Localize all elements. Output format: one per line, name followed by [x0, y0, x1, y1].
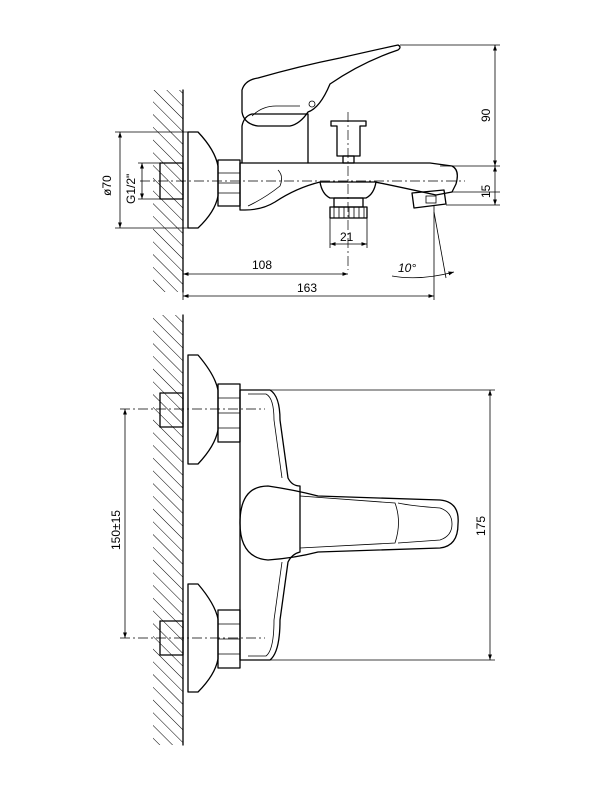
dim-depth-163: 163 [182, 205, 435, 300]
dim-diameter-70: ø70 [100, 131, 192, 229]
pipe-stub-top [159, 392, 184, 428]
escutcheon-side [187, 131, 219, 229]
dim-angle-10: 10° [391, 211, 455, 279]
mixer-body-side [239, 162, 458, 211]
spout-inner-line [247, 169, 282, 207]
dim-163-label: 163 [297, 281, 317, 295]
dim-outlet-21: 21 [329, 218, 368, 248]
dim-angle-label: 10° [398, 261, 416, 275]
dim-outlet-label: 21 [340, 230, 354, 244]
mixer-body-front [239, 389, 301, 661]
dim-diameter-label: ø70 [100, 175, 114, 196]
cartridge-housing-side [241, 113, 309, 164]
wall-hatch-front [153, 315, 183, 745]
dim-height-90: 90 [400, 44, 500, 206]
dim-depth-108: 108 [183, 258, 348, 276]
dim-width-175: 175 [270, 389, 495, 661]
dim-height-15: 15 [479, 166, 497, 205]
dim-thread: G1/2" [124, 162, 162, 204]
dim-15-label: 15 [479, 184, 493, 198]
dim-150-label: 150±15 [109, 510, 123, 550]
side-view: ø70 G1/2" 21 108 163 [100, 44, 500, 300]
dim-108-label: 108 [252, 258, 272, 272]
dim-thread-label: G1/2" [124, 174, 138, 204]
dim-90-label: 90 [479, 108, 493, 122]
front-view: 150±15 175 [109, 314, 495, 746]
dim-center-150: 150±15 [109, 409, 127, 638]
escutcheon-top [187, 354, 219, 465]
shower-outlet-thread [329, 206, 368, 219]
dim-175-label: 175 [474, 516, 488, 536]
diverter-knob-side [330, 120, 367, 157]
lever-front [239, 485, 459, 561]
wall-hatch-side [153, 90, 183, 292]
aerator-side [411, 189, 447, 209]
lever-side [241, 44, 401, 127]
